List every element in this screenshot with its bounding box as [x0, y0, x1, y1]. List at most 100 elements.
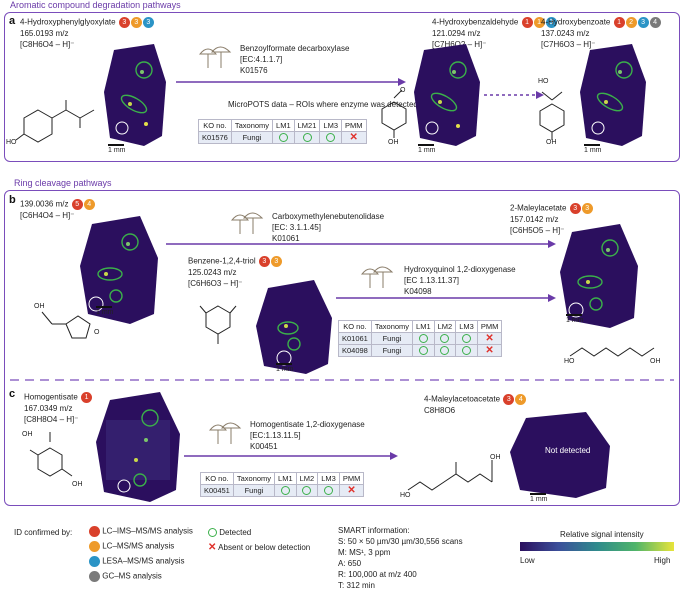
- intensity-colorbar: [520, 542, 674, 551]
- table-header: PMM: [341, 119, 367, 132]
- badge-lc-ms: 3: [270, 256, 282, 267]
- table-header: Taxonomy: [370, 320, 414, 333]
- structure-butenolide: [41, 311, 91, 339]
- table-cell-taxonomy: Fungi: [370, 344, 414, 357]
- gc-ms-dot-icon: [89, 571, 100, 582]
- intensity-title: Relative signal intensity: [560, 530, 644, 539]
- section-title-aromatic: Aromatic compound degradation pathways: [10, 0, 181, 10]
- structure-maleylacetoacetate: [407, 460, 493, 491]
- legend-item: GC–MS analysis: [88, 571, 162, 582]
- legend-item: LC–IMS–MS/MS analysis: [88, 526, 193, 537]
- enzyme-ec: [EC:1.13.11.5]: [250, 431, 301, 440]
- badge-lc-ims: 3: [118, 17, 130, 28]
- structure-oh-label: OH: [546, 139, 557, 146]
- badge-lc-ims: 1: [613, 17, 625, 28]
- compound-formula: [C6H5O5 – H]⁻: [510, 226, 565, 235]
- detected-icon: [455, 344, 478, 357]
- compound-name: Homogentisate: [24, 392, 78, 402]
- fungi-icon: [360, 266, 394, 288]
- lc-ims-dot-icon: [89, 526, 100, 537]
- structure-hydroxyphenylglyoxylate: [15, 100, 95, 143]
- ko-table: KO no. Taxonomy LM1 LM21 LM3 PMM K01576 …: [198, 119, 367, 144]
- smart-line: M: MS¹, 3 ppm: [338, 548, 391, 557]
- structure-o-label: O: [400, 87, 406, 94]
- badge-lc-ms: 3: [130, 17, 142, 28]
- structure-oh-label: OH: [34, 303, 45, 310]
- compound-mz: 121.0294 m/z: [432, 29, 481, 38]
- table-header: LM3: [319, 119, 342, 132]
- table-header: LM21: [293, 119, 321, 132]
- badge-lc-ims: 5: [71, 199, 83, 210]
- table-cell-taxonomy: Fungi: [232, 484, 276, 497]
- panel-label-c: c: [9, 388, 16, 400]
- structure-o-label: O: [94, 329, 100, 336]
- detected-icon: [293, 131, 321, 144]
- table-row: K01576 Fungi ✕: [198, 131, 367, 144]
- structure-oh-label: OH: [72, 481, 83, 488]
- enzyme-ec: [EC 1.13.11.37]: [404, 276, 459, 285]
- table-cell-taxonomy: Fungi: [370, 332, 414, 345]
- smart-line: A: 650: [338, 559, 362, 568]
- structure-ho-label: HO: [400, 492, 411, 499]
- detected-icon: [295, 484, 319, 497]
- compound-formula: C8H8O6: [424, 406, 456, 415]
- fungi-icon: [230, 212, 264, 234]
- table-header: PMM: [476, 320, 503, 333]
- compound-name: 2-Maleylacetate: [510, 203, 567, 213]
- legend-item: LC–MS/MS analysis: [88, 541, 174, 552]
- compound-label: Homogentisate 1: [24, 392, 93, 403]
- legend-id-title: ID confirmed by:: [14, 528, 73, 537]
- enzyme-ko: K01576: [240, 66, 268, 75]
- table-row: K01061 Fungi ✕: [338, 332, 503, 345]
- panel-bc: [4, 190, 680, 506]
- badge-lc-ms: 1: [533, 17, 545, 28]
- reaction-arrow: [184, 452, 398, 460]
- lc-ms-dot-icon: [89, 541, 100, 552]
- badge-lc-ms: 2: [625, 17, 637, 28]
- badge-lc-ms: 4: [515, 394, 527, 405]
- enzyme-name: Benzoylformate decarboxylase: [240, 44, 350, 53]
- table-header: LM1: [412, 320, 435, 333]
- enzyme-name: Homogentisate 1,2-dioxygenase: [250, 420, 365, 429]
- not-detected-label: Not detected: [545, 446, 591, 455]
- detected-icon: [319, 131, 342, 144]
- badge-lesa: 3: [142, 17, 154, 28]
- reaction-arrow: [166, 240, 556, 248]
- table-header: LM2: [433, 320, 457, 333]
- lesa-dot-icon: [89, 556, 100, 567]
- panel-label-a: a: [9, 15, 16, 27]
- structure-oh-label: OH: [22, 431, 33, 438]
- table-row: K00451 Fungi ✕: [200, 484, 365, 497]
- table-header: LM3: [317, 472, 340, 485]
- msi-image-maleylacetoacetate: [510, 412, 610, 498]
- compound-mz: 139.0036 m/z: [20, 199, 69, 209]
- fungi-icon: [208, 422, 242, 444]
- ko-table: KO no. Taxonomy LM1 LM2 LM3 PMM K01061 F…: [338, 320, 503, 357]
- msi-image-hydroxybenzaldehyde: [414, 44, 480, 146]
- detected-icon: [317, 484, 340, 497]
- reaction-arrow: [336, 294, 556, 302]
- absent-icon: ✕: [476, 344, 503, 357]
- compound-name: 4-Hydroxybenzoate: [541, 17, 611, 27]
- absent-icon: ✕: [338, 484, 365, 497]
- compound-mz: 137.0243 m/z: [541, 29, 590, 38]
- scale-bar: 1 mm: [276, 363, 294, 373]
- absent-icon: ✕: [476, 332, 503, 345]
- absent-icon: ✕: [341, 131, 367, 144]
- msi-image-compound-139: [80, 216, 158, 324]
- enzyme-name: Hydroxyquinol 1,2-dioxygenase: [404, 265, 516, 274]
- compound-name: Benzene-1,2,4-triol: [188, 256, 256, 266]
- badge-lc-ims: 3: [258, 256, 270, 267]
- structure-benzenetriol: [199, 305, 237, 344]
- scale-bar: 1 mm: [584, 144, 602, 154]
- table-row: K04098 Fungi ✕: [338, 344, 503, 357]
- scale-bar: 1 mm: [96, 306, 114, 316]
- structure-hydroxybenzaldehyde: [381, 89, 407, 138]
- table-header: PMM: [338, 472, 365, 485]
- compound-mz: 165.0193 m/z: [20, 29, 69, 38]
